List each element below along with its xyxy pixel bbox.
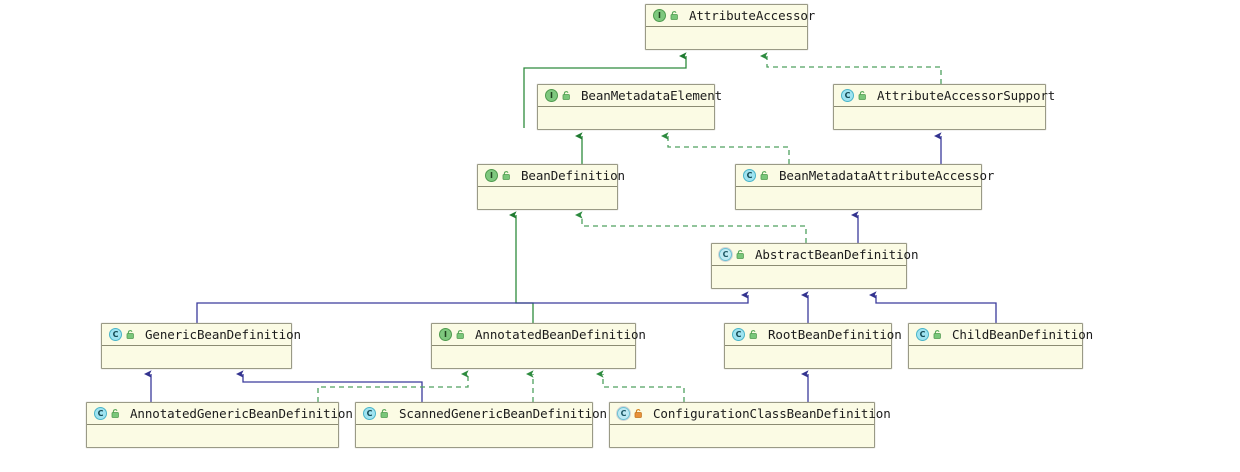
class-icon: C	[363, 407, 376, 420]
class-node-rootbeandefinition[interactable]: C RootBeanDefinition	[724, 323, 902, 369]
node-members-area	[736, 187, 981, 209]
node-header: C AbstractBeanDefinition	[712, 244, 918, 266]
class-node-annotatedbeandefinition[interactable]: I AnnotatedBeanDefinition	[431, 323, 646, 369]
node-members-area	[102, 346, 291, 368]
node-title: GenericBeanDefinition	[145, 327, 301, 342]
class-icon: C	[94, 407, 107, 420]
node-members-area	[610, 425, 874, 447]
class-icon: C	[109, 328, 122, 341]
class-icon: C	[841, 89, 854, 102]
node-header: I BeanMetadataElement	[538, 85, 722, 107]
edge-annotatedbeandefinition-extends-beandefinition	[509, 211, 534, 323]
node-title: AbstractBeanDefinition	[755, 247, 919, 262]
node-members-area	[478, 187, 617, 209]
class-node-childbeandefinition[interactable]: C ChildBeanDefinition	[908, 323, 1093, 369]
node-title: AttributeAccessorSupport	[877, 88, 1056, 103]
public-lock-icon	[455, 329, 466, 340]
class-icon: C	[617, 407, 630, 420]
public-lock-icon	[857, 90, 868, 101]
edge-beanmetadataattributeaccessor-implements-beanmetadataelement	[661, 132, 790, 164]
node-members-area	[725, 346, 891, 368]
public-lock-icon	[501, 170, 512, 181]
class-node-attributeaccessorsupport[interactable]: C AttributeAccessorSupport	[833, 84, 1055, 130]
edge-attributeaccessorsupport-implements-attributeaccessor	[760, 52, 942, 84]
node-title: ChildBeanDefinition	[952, 327, 1094, 342]
interface-icon: I	[485, 169, 498, 182]
class-node-beanmetadataelement[interactable]: I BeanMetadataElement	[537, 84, 722, 130]
public-lock-icon	[932, 329, 943, 340]
node-title: BeanDefinition	[521, 168, 625, 183]
class-node-beanmetadataattributeaccessor[interactable]: C BeanMetadataAttributeAccessor	[735, 164, 994, 210]
node-members-area	[87, 425, 338, 447]
class-icon: C	[916, 328, 929, 341]
public-lock-icon	[735, 249, 746, 260]
node-members-area	[538, 107, 714, 129]
node-header: C ConfigurationClassBeanDefinition	[610, 403, 891, 425]
node-title: ScannedGenericBeanDefinition	[399, 406, 607, 421]
abstract-class-icon: C	[719, 248, 732, 261]
node-members-area	[834, 107, 1045, 129]
node-header: C RootBeanDefinition	[725, 324, 902, 346]
edge-annotatedgenericbeandefinition-implements-annotatedbeandefinition	[317, 370, 469, 402]
class-icon: C	[732, 328, 745, 341]
node-title: BeanMetadataAttributeAccessor	[779, 168, 995, 183]
node-header: I AttributeAccessor	[646, 5, 815, 27]
public-lock-icon	[748, 329, 759, 340]
node-title: AnnotatedGenericBeanDefinition	[130, 406, 353, 421]
node-title: AnnotatedBeanDefinition	[475, 327, 646, 342]
node-members-area	[356, 425, 592, 447]
class-node-beandefinition[interactable]: I BeanDefinition	[477, 164, 625, 210]
class-icon: C	[743, 169, 756, 182]
class-node-genericbeandefinition[interactable]: C GenericBeanDefinition	[101, 323, 301, 369]
public-lock-icon	[561, 90, 572, 101]
node-title: ConfigurationClassBeanDefinition	[653, 406, 891, 421]
class-node-scannedgenericbeandefinition[interactable]: C ScannedGenericBeanDefinition	[355, 402, 607, 448]
class-node-annotatedgenericbeandefinition[interactable]: C AnnotatedGenericBeanDefinition	[86, 402, 353, 448]
class-node-configurationclassbeandefinition[interactable]: C ConfigurationClassBeanDefinition	[609, 402, 891, 448]
interface-icon: I	[439, 328, 452, 341]
interface-icon: I	[545, 89, 558, 102]
interface-icon: I	[653, 9, 666, 22]
public-lock-icon	[379, 408, 390, 419]
node-header: I AnnotatedBeanDefinition	[432, 324, 646, 346]
node-members-area	[712, 266, 906, 288]
edge-genericbeandefinition-extends-abstractbeandefinition	[196, 291, 749, 323]
public-lock-icon	[110, 408, 121, 419]
node-members-area	[646, 27, 807, 49]
edge-childbeandefinition-extends-abstractbeandefinition	[869, 291, 997, 323]
private-lock-icon	[633, 408, 644, 419]
node-title: RootBeanDefinition	[768, 327, 902, 342]
node-header: C ChildBeanDefinition	[909, 324, 1093, 346]
edge-scannedgenericbeandefinition-extends-genericbeandefinition	[236, 370, 423, 402]
public-lock-icon	[759, 170, 770, 181]
node-header: C AnnotatedGenericBeanDefinition	[87, 403, 353, 425]
node-header: C AttributeAccessorSupport	[834, 85, 1055, 107]
node-members-area	[909, 346, 1082, 368]
public-lock-icon	[125, 329, 136, 340]
node-title: BeanMetadataElement	[581, 88, 723, 103]
class-node-abstractbeandefinition[interactable]: C AbstractBeanDefinition	[711, 243, 918, 289]
node-title: AttributeAccessor	[689, 8, 816, 23]
node-header: C BeanMetadataAttributeAccessor	[736, 165, 994, 187]
public-lock-icon	[669, 10, 680, 21]
edge-configurationclassbeandefinition-implements-annotatedbeandefinition	[596, 370, 685, 402]
class-node-attributeaccessor[interactable]: I AttributeAccessor	[645, 4, 815, 50]
edge-abstractbeandefinition-implements-beandefinition	[575, 211, 807, 243]
node-header: I BeanDefinition	[478, 165, 625, 187]
node-members-area	[432, 346, 635, 368]
node-header: C GenericBeanDefinition	[102, 324, 301, 346]
node-header: C ScannedGenericBeanDefinition	[356, 403, 607, 425]
